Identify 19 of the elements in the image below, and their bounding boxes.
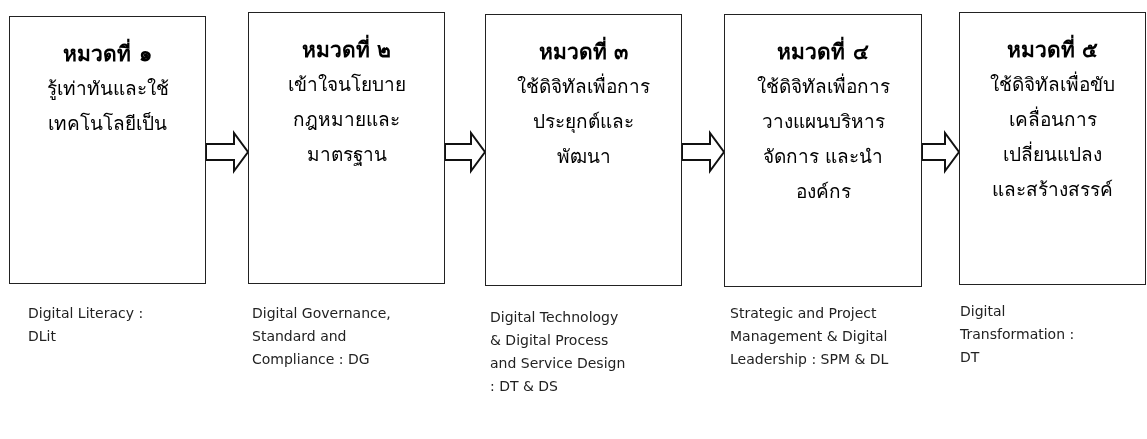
block-arrow xyxy=(921,129,961,175)
node-label: Digital Literacy : DLit xyxy=(28,304,145,346)
category-heading: หมวดที่ ๕ xyxy=(960,35,1145,65)
node-label: Digital Governance, Standard and Compliance : DG xyxy=(252,304,392,369)
category-description: ใช้ดิจิทัลเพื่อการประยุกต์และพัฒนา xyxy=(516,72,651,169)
category-description: เข้าใจนโยบายกฎหมายและมาตรฐาน xyxy=(286,72,407,168)
block-arrow xyxy=(444,129,487,175)
category-heading: หมวดที่ ๔ xyxy=(725,37,921,67)
block-arrow xyxy=(205,129,250,175)
category-description: ใช้ดิจิทัลเพื่อการวางแผนบริหารจัดการ และนำองค์กร xyxy=(755,72,891,204)
node-label: Digital Technology & Digital Process and Service Design : DT & DS xyxy=(490,308,627,396)
category-heading: หมวดที่ ๓ xyxy=(486,37,681,67)
block-arrow xyxy=(681,129,726,175)
category-description: รู้เท่าทันและใช้เทคโนโลยีเป็น xyxy=(45,76,170,136)
node-label: Strategic and Project Management & Digital Leadership : SPM & DL xyxy=(730,304,890,369)
category-heading: หมวดที่ ๒ xyxy=(249,35,444,65)
category-description: ใช้ดิจิทัลเพื่อขับเคลื่อนการเปลี่ยนแปลงและสร้างสรรค์ xyxy=(990,70,1115,202)
category-heading: หมวดที่ ๑ xyxy=(10,39,205,69)
node-label: Digital Transformation : DT xyxy=(960,302,1076,367)
